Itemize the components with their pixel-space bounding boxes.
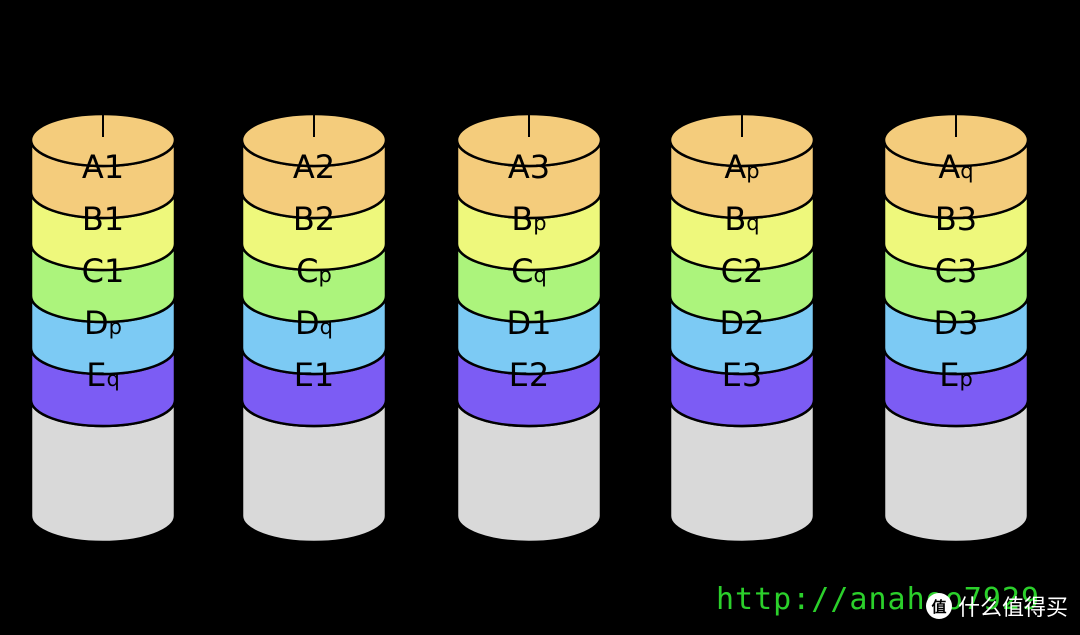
block-label: C2 <box>721 252 764 290</box>
block-label: D1 <box>507 304 552 342</box>
disk-top <box>29 112 177 168</box>
block-label: D2 <box>720 304 765 342</box>
block-label: B1 <box>82 200 124 238</box>
site-name: 什么值得买 <box>957 596 1068 621</box>
block-label: E3 <box>722 356 763 394</box>
watermark-url: http://anahoo7929 <box>716 582 1041 617</box>
disk-top <box>455 112 603 168</box>
block-label: C1 <box>82 252 125 290</box>
site-logo-icon: 值 <box>925 593 952 619</box>
block-label: D3 <box>934 304 979 342</box>
block-label: Dp <box>84 304 122 342</box>
block-label: Aq <box>938 148 973 186</box>
block-label: Cp <box>296 252 332 290</box>
block-label: A3 <box>508 148 550 186</box>
disk-top <box>240 112 388 168</box>
disk-top <box>668 112 816 168</box>
block-label: E2 <box>509 356 550 394</box>
block-label: A1 <box>82 148 124 186</box>
block-label: B3 <box>935 200 977 238</box>
block-label: Ap <box>724 148 759 186</box>
block-label: C3 <box>935 252 978 290</box>
block-label: Cq <box>511 252 547 290</box>
block-label: Eq <box>86 356 120 394</box>
block-label: Bq <box>724 200 759 238</box>
disk-top <box>882 112 1030 168</box>
block-label: Dq <box>295 304 333 342</box>
watermark-site: 值 什么值得买 <box>925 590 1068 622</box>
block-label: A2 <box>293 148 335 186</box>
block-label: B2 <box>293 200 335 238</box>
block-label: E1 <box>294 356 335 394</box>
block-label: Bp <box>511 200 546 238</box>
block-label: Ep <box>939 356 973 394</box>
